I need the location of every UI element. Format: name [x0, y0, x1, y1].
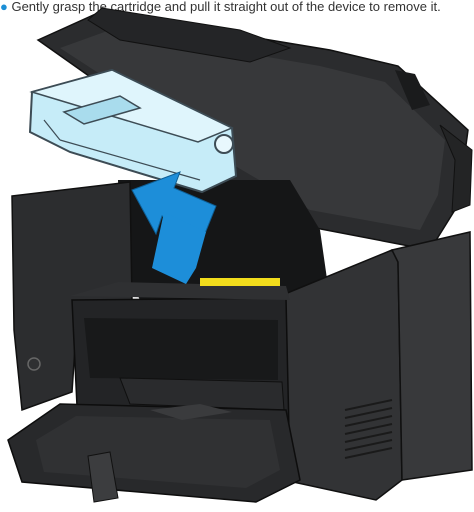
toner-cartridge — [28, 68, 238, 194]
output-tray-lip — [70, 282, 290, 300]
lid-right-flap — [439, 124, 473, 213]
instruction-caption: ● Gently grasp the cartridge and pull it… — [0, 0, 474, 14]
power-button-icon — [27, 357, 41, 371]
toner-door-indicator — [200, 278, 280, 286]
up-left-arrow — [131, 171, 217, 237]
paper-slot — [84, 318, 278, 380]
paper-guide-tab — [150, 404, 232, 420]
lid-handle — [395, 70, 430, 110]
step-bullet: ● — [0, 0, 12, 14]
input-tray — [7, 403, 301, 503]
paper-guide — [87, 451, 119, 503]
scanner-lid — [36, 7, 473, 251]
arrow-shaft — [152, 212, 206, 284]
printer-right-side — [390, 231, 473, 481]
document-feeder — [87, 7, 292, 63]
scanner-lid-inner — [60, 30, 445, 230]
instruction-text: Gently grasp the cartridge and pull it s… — [11, 0, 441, 14]
cartridge-roller-end — [214, 134, 234, 154]
vent-grille — [344, 399, 393, 459]
cartridge-handle — [62, 95, 142, 125]
